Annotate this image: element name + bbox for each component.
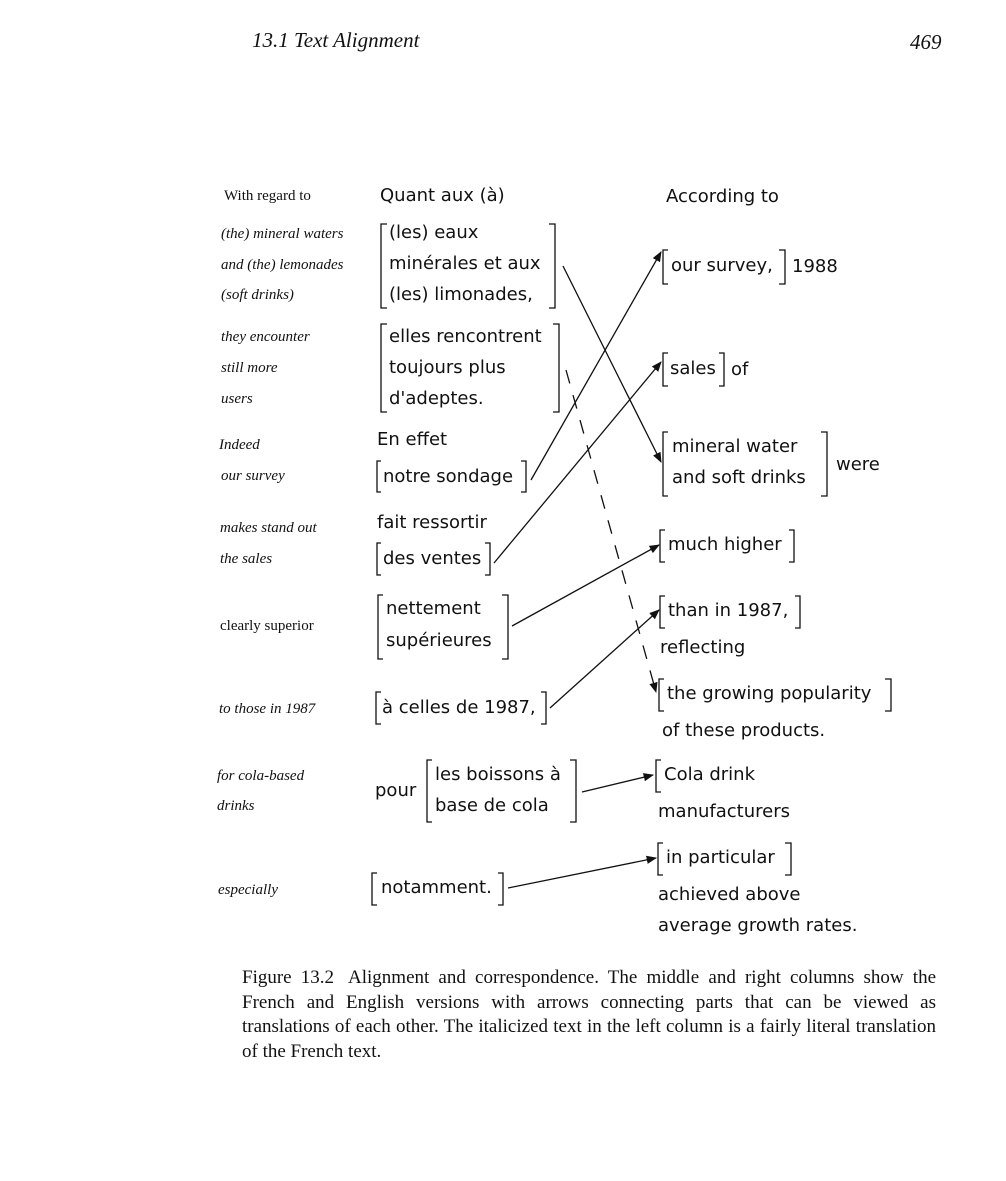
english-sales: sales — [670, 358, 716, 379]
arrow-nettement-to-higher — [511, 544, 660, 627]
english-than-in-1987: than in 1987, — [668, 600, 789, 621]
bracket-sales — [662, 352, 725, 387]
literal-drinks: drinks — [217, 798, 255, 814]
literal-lemonades: and (the) lemonades — [221, 257, 344, 273]
literal-indeed: Indeed — [219, 437, 260, 453]
literal-they-encounter: they encounter — [221, 329, 310, 345]
english-in-particular: in particular — [666, 847, 775, 868]
french-toujours-plus: toujours plus — [389, 357, 506, 378]
literal-the-sales: the sales — [220, 551, 273, 567]
french-minerales: minérales et aux — [389, 253, 541, 274]
literal-soft-drinks: (soft drinks) — [221, 287, 294, 303]
bracket-celles — [375, 691, 547, 725]
french-les-eaux: (les) eaux — [389, 222, 479, 243]
literal-especially: especially — [218, 882, 278, 898]
bracket-survey — [662, 249, 786, 285]
page-header: 13.1 Text Alignment 469 — [0, 0, 1006, 70]
literal-our-survey: our survey — [221, 468, 285, 484]
bracket-much-higher — [659, 529, 795, 563]
english-growing-popularity: the growing popularity — [667, 683, 872, 704]
arrow-eaux-to-mineral — [562, 265, 662, 463]
alignment-links — [371, 223, 892, 906]
bracket-eaux — [380, 223, 556, 309]
arrow-boissons-to-cola — [581, 773, 655, 793]
english-average-growth: average growth rates. — [658, 915, 858, 936]
english-1988: 1988 — [792, 256, 838, 277]
french-elles-rencontrent: elles rencontrent — [389, 326, 542, 347]
literal-still-more: still more — [221, 360, 278, 376]
bracket-nettement — [377, 594, 509, 660]
english-manufacturers: manufacturers — [658, 801, 790, 822]
literal-makes-stand-out: makes stand out — [220, 520, 317, 536]
bracket-in-particular — [657, 842, 792, 876]
english-much-higher: much higher — [668, 534, 782, 555]
arrow-notamment-to-particular — [507, 855, 658, 889]
bracket-sondage — [376, 460, 527, 493]
english-mineral-water: mineral water — [672, 436, 798, 457]
french-notamment: notamment. — [381, 877, 492, 898]
french-limonades: (les) limonades, — [389, 284, 533, 305]
french-superieures: supérieures — [386, 630, 492, 651]
french-nettement: nettement — [386, 598, 481, 619]
french-en-effet: En effet — [377, 429, 448, 450]
literal-cola-based: for cola-based — [217, 768, 305, 784]
english-our-survey: our survey, — [671, 255, 773, 276]
french-fait-ressortir: fait ressortir — [377, 512, 487, 533]
running-head: 13.1 Text Alignment — [252, 28, 420, 52]
english-soft-drinks: and soft drinks — [672, 467, 806, 488]
french-les-boissons: les boissons à — [435, 764, 561, 785]
arrow-ventes-to-sales — [493, 361, 662, 564]
french-celles-de-1987: à celles de 1987, — [382, 697, 536, 718]
english-of-these-products: of these products. — [662, 720, 826, 741]
page-number: 469 — [910, 30, 942, 54]
bracket-than — [659, 595, 801, 629]
arrow-sondage-to-survey — [530, 251, 662, 481]
literal-mineral-waters: (the) mineral waters — [221, 226, 344, 242]
french-adeptes: d'adeptes. — [389, 388, 484, 409]
literal-with-regard-to: With regard to — [224, 188, 311, 204]
english-according-to: According to — [666, 186, 779, 207]
alignment-figure: With regard to (the) mineral waters and … — [217, 185, 892, 936]
english-of: of — [731, 359, 749, 380]
french-pour: pour — [375, 780, 417, 801]
english-were: were — [836, 454, 880, 475]
literal-users: users — [221, 391, 253, 407]
french-base-de-cola: base de cola — [435, 795, 549, 816]
english-reflecting: reflecting — [660, 637, 746, 658]
bracket-growing — [658, 678, 892, 712]
english-cola-drink: Cola drink — [664, 764, 755, 785]
english-achieved-above: achieved above — [658, 884, 801, 905]
bracket-boissons — [426, 759, 577, 823]
figure-label: Figure 13.2 — [242, 967, 335, 988]
french-des-ventes: des ventes — [383, 548, 482, 569]
bracket-elles — [380, 323, 560, 413]
bracket-notamment — [371, 872, 504, 906]
french-quant-aux: Quant aux (à) — [380, 185, 505, 206]
literal-those-in-1987: to those in 1987 — [219, 701, 316, 717]
caption-text: Alignment and correspondence. The middle… — [242, 967, 936, 1062]
arrow-celles-to-than — [549, 609, 660, 709]
literal-clearly-superior: clearly superior — [220, 618, 314, 634]
bracket-cola — [655, 759, 661, 793]
bracket-mineral — [662, 431, 828, 497]
bracket-ventes — [376, 542, 491, 576]
french-notre-sondage: notre sondage — [383, 466, 514, 487]
arrow-elles-to-growing — [565, 369, 658, 694]
